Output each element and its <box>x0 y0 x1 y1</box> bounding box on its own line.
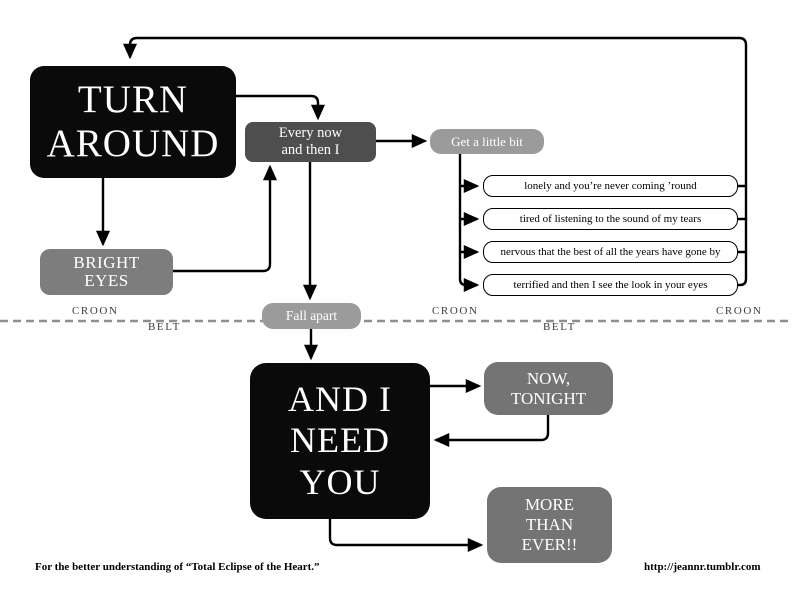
node-label-line: AROUND <box>46 122 220 165</box>
footer-caption: For the better understanding of “Total E… <box>35 561 320 573</box>
node-bright-eyes: BRIGHT EYES <box>40 249 173 295</box>
lyric-box-tired: tired of listening to the sound of my te… <box>483 208 738 230</box>
node-label-line: NEED <box>290 420 390 461</box>
node-label-line: THAN <box>525 514 574 534</box>
node-label-line: EYES <box>84 271 129 290</box>
node-label-line: AND I <box>288 379 392 420</box>
arrow-loop-to-turn-around <box>122 36 748 287</box>
footer-source-url: http://jeannr.tumblr.com <box>644 561 761 573</box>
lyric-box-lonely: lonely and you’re never coming ’round <box>483 175 738 197</box>
arrow-turnaround-to-everynow <box>236 94 326 121</box>
node-and-i-need-you: AND I NEED YOU <box>250 363 430 519</box>
arrow-branch-lyric-4 <box>458 154 480 293</box>
arrow-lyrics-return-stubs <box>738 184 746 254</box>
lyric-text: terrified and then I see the look in you… <box>513 279 708 291</box>
node-every-now-and-then: Every now and then I <box>245 122 376 162</box>
lyric-text: lonely and you’re never coming ’round <box>524 180 697 192</box>
node-label-line: Every now <box>278 125 343 142</box>
voice-label-croon-right: CROON <box>716 305 763 317</box>
node-label-line: BRIGHT <box>73 252 140 272</box>
node-label-line: Fall apart <box>285 308 338 323</box>
lyric-box-terrified: terrified and then I see the look in you… <box>483 274 738 296</box>
node-fall-apart: Fall apart <box>262 303 361 329</box>
voice-label-croon-center: CROON <box>432 305 479 317</box>
arrow-nowtonight-to-andineedyou <box>433 415 550 448</box>
node-turn-around: TURN AROUND <box>30 66 236 178</box>
voice-label-belt-left: BELT <box>148 321 181 333</box>
lyric-text: tired of listening to the sound of my te… <box>519 213 702 225</box>
node-label-line: EVER!! <box>521 535 578 555</box>
node-now-tonight: NOW, TONIGHT <box>484 362 613 415</box>
voice-label-croon-left: CROON <box>72 305 119 317</box>
node-label-line: Get a little bit <box>451 133 523 149</box>
node-label-line: NOW, <box>526 369 571 389</box>
arrow-brighteyes-to-everynow <box>173 164 278 273</box>
arrow-andineedyou-to-morethanever <box>328 519 484 553</box>
node-get-a-little-bit: Get a little bit <box>430 129 544 154</box>
node-label-line: and then I <box>281 142 340 158</box>
voice-label-belt-center: BELT <box>543 321 576 333</box>
lyric-text: nervous that the best of all the years h… <box>500 246 721 258</box>
node-more-than-ever: MORE THAN EVER!! <box>487 487 612 563</box>
node-label-line: TONIGHT <box>510 388 587 408</box>
node-label-line: TURN <box>77 78 189 122</box>
node-label-line: YOU <box>299 461 381 502</box>
lyric-box-nervous: nervous that the best of all the years h… <box>483 241 738 263</box>
node-label-line: MORE <box>524 494 575 514</box>
